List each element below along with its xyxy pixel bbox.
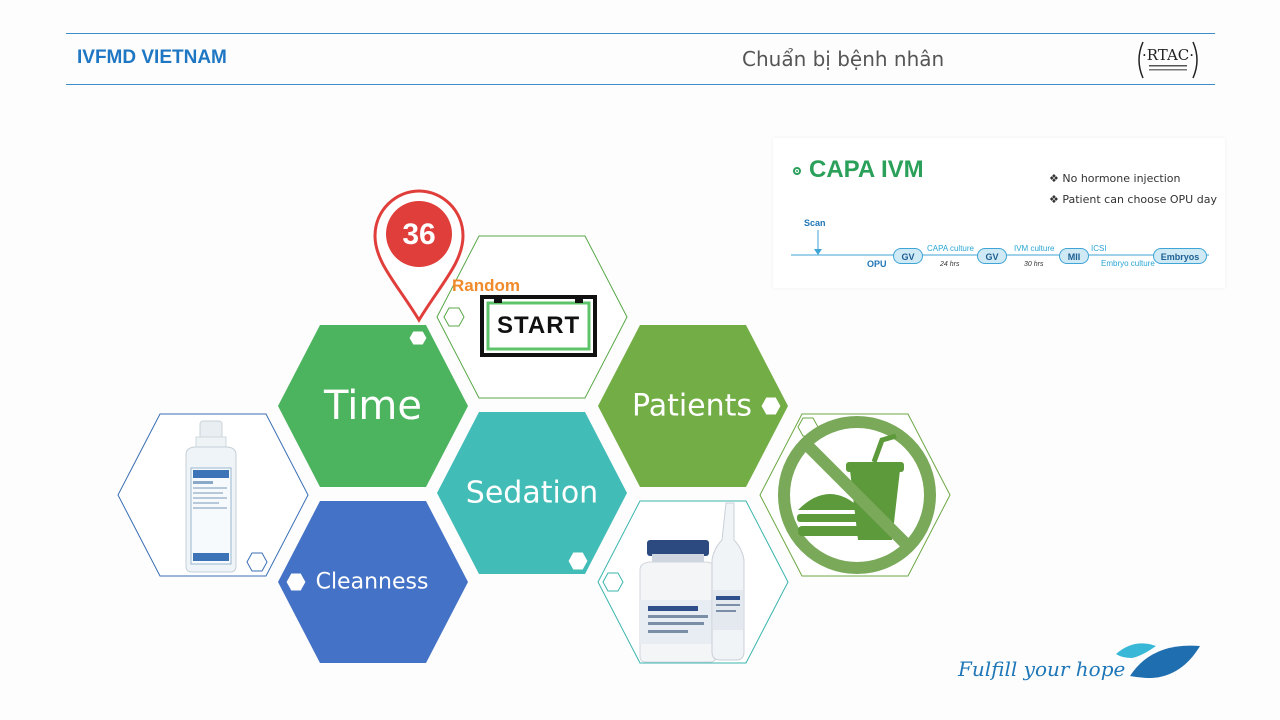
timeline-icsi: ICSI xyxy=(1091,244,1107,253)
timeline-30hrs: 30 hrs xyxy=(1024,261,1044,268)
time-hexagon xyxy=(278,325,468,487)
capa-bullet-1: ❖ No hormone injection xyxy=(1049,172,1181,185)
marker-hex xyxy=(246,552,268,572)
timeline-24hrs: 24 hrs xyxy=(940,261,960,268)
timeline-opu: OPU xyxy=(867,259,887,269)
timeline-mii: MII xyxy=(1059,248,1089,264)
footer-slogan: Fulfill your hope xyxy=(958,657,1126,681)
marker-hex xyxy=(285,572,307,592)
marker-hex xyxy=(408,330,428,346)
patients-hexagon xyxy=(598,325,788,487)
location-pin-icon xyxy=(373,189,465,323)
marker-hex xyxy=(443,307,465,327)
svg-text:·RTAC·: ·RTAC· xyxy=(1142,46,1194,64)
timeline-scan: Scan xyxy=(804,218,826,228)
random-label: Random xyxy=(452,276,520,295)
header-bottom-rule xyxy=(66,84,1215,85)
capa-bullet-icon xyxy=(793,167,801,175)
no-food-icon xyxy=(778,416,936,574)
cleanness-label: Cleanness xyxy=(315,569,429,595)
marker-hex xyxy=(567,551,589,571)
timeline-ivm-culture: IVM culture xyxy=(1014,244,1055,253)
timeline-gv-2: GV xyxy=(977,248,1007,264)
marker-hex xyxy=(760,396,782,416)
marker-hex xyxy=(602,572,624,592)
propofol-vials-image xyxy=(639,502,745,663)
start-sign-icon xyxy=(480,295,597,357)
timeline-embryos: Embryos xyxy=(1153,248,1207,264)
patients-label: Patients xyxy=(631,388,753,424)
slide-title: Chuẩn bị bệnh nhân xyxy=(742,47,945,71)
saline-bottle-image xyxy=(185,420,237,573)
capa-title: CAPA IVM xyxy=(809,156,924,183)
timeline-capa-culture: CAPA culture xyxy=(927,244,974,253)
rtac-logo: ·RTAC· xyxy=(1138,41,1198,79)
timeline-gv-1: GV xyxy=(893,248,923,264)
capa-bullet-2: ❖ Patient can choose OPU day xyxy=(1049,193,1217,206)
sedation-hexagon xyxy=(437,412,627,574)
start-label: START xyxy=(497,312,581,339)
capa-ivm-panel: CAPA IVM ❖ No hormone injection ❖ Patien… xyxy=(773,138,1225,288)
capa-timeline xyxy=(791,230,1209,256)
fish-logo-icon xyxy=(1116,643,1200,678)
brand-name: IVFMD VIETNAM xyxy=(77,47,227,68)
header-top-rule xyxy=(66,33,1215,34)
sedation-label: Sedation xyxy=(465,475,599,511)
timeline-embryo-culture: Embryo culture xyxy=(1101,259,1155,268)
time-label: Time xyxy=(324,383,422,429)
pin-number: 36 xyxy=(402,218,436,251)
cleanness-hexagon xyxy=(278,501,468,663)
